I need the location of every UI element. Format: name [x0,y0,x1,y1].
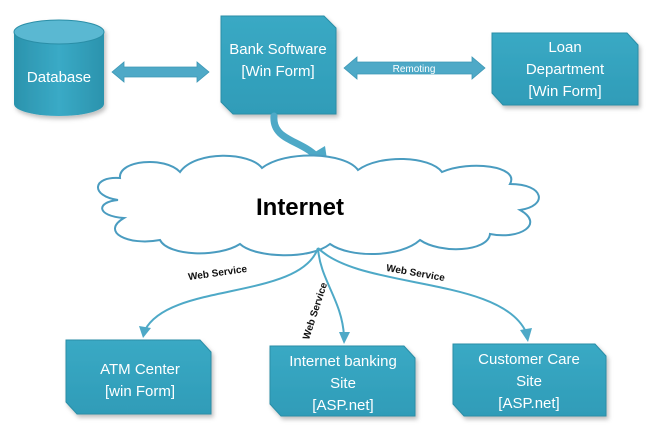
internet-node: Internet [97,154,540,257]
atm-center-label-line1: ATM Center [100,361,180,378]
cylinder-database-icon [13,19,105,116]
loan-department-node: Loan Department [Win Form] [491,32,639,106]
atm-center-label-line2: [win Form] [105,383,175,400]
bank-software-label-line1: Bank Software [229,41,327,58]
ibank-web-service-label: Web Service [301,281,330,341]
internet-banking-label-line3: [ASP.net] [312,397,373,414]
db-bank-connector [111,61,210,83]
bank-loan-connector: Remoting [343,56,486,80]
internet-care-connector: Web Service [317,247,532,342]
loan-department-label-line1: Loan [548,39,581,56]
cloud-icon [97,154,540,257]
customer-care-node: Customer Care Site [ASP.net] [452,343,607,417]
internet-banking-node: Internet banking Site [ASP.net] [269,345,416,417]
internet-atm-connector: Web Service [139,247,319,338]
database-node: Database [13,19,105,116]
bank-software-label-line2: [Win Form] [241,63,314,80]
care-web-service-label: Web Service [385,263,446,284]
customer-care-label-line2: Site [516,373,542,390]
remoting-edge-label: Remoting [393,64,436,75]
loan-department-label-line3: [Win Form] [528,83,601,100]
internet-label: Internet [256,194,344,221]
atm-center-node: ATM Center [win Form] [65,339,212,415]
customer-care-label-line1: Customer Care [478,351,580,368]
loan-department-label-line2: Department [526,61,605,78]
bank-software-node: Bank Software [Win Form] [220,15,337,115]
internet-banking-label-line1: Internet banking [289,353,397,370]
internet-banking-label-line2: Site [330,375,356,392]
customer-care-label-line3: [ASP.net] [498,395,559,412]
atm-web-service-label: Web Service [188,264,249,283]
database-label: Database [27,69,91,86]
